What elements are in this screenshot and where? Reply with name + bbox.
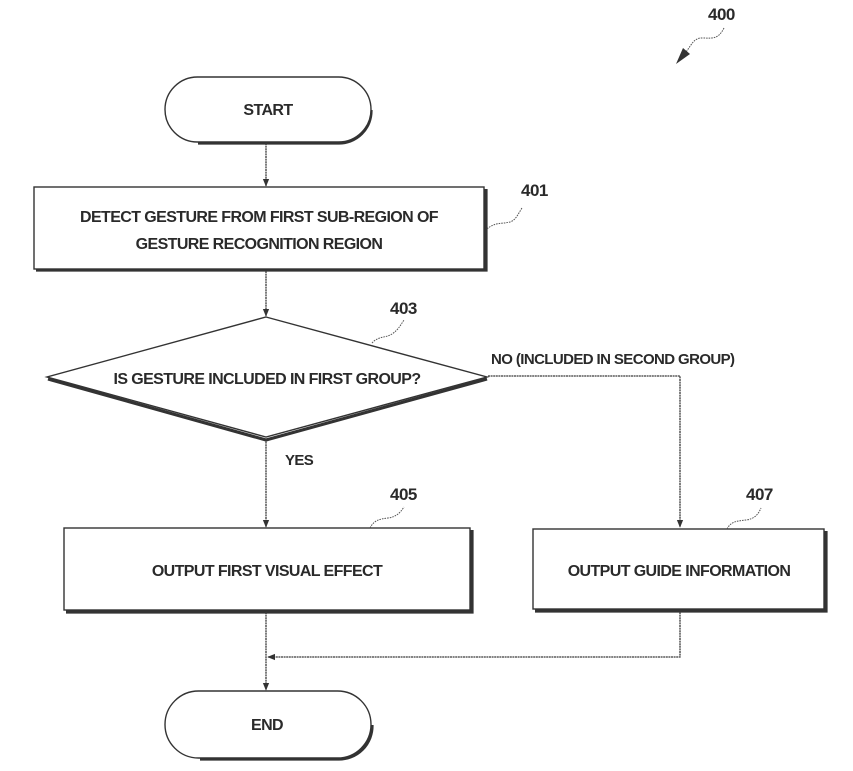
process-405-box (63, 527, 471, 611)
edge-yes-label: YES (285, 452, 314, 469)
process-401-leader (486, 207, 523, 230)
decision-403-ref: 403 (390, 299, 417, 318)
end-terminal-shape (164, 690, 372, 759)
process-401-shadow (36, 189, 488, 272)
process-405-label: OUTPUT FIRST VISUAL EFFECT (152, 563, 383, 580)
end-terminal: END (164, 690, 374, 761)
process-401-box (33, 186, 485, 270)
process-405: OUTPUT FIRST VISUAL EFFECT 405 (63, 485, 474, 614)
process-401-ref: 401 (521, 181, 548, 200)
process-407: OUTPUT GUIDE INFORMATION 407 (532, 485, 828, 613)
figure-reference: 400 (676, 5, 735, 64)
edge-no-label: NO (INCLUDED IN SECOND GROUP) (491, 351, 735, 368)
start-terminal: START (164, 76, 373, 145)
decision-403-leader (371, 319, 405, 344)
start-terminal-shape (164, 76, 372, 143)
process-405-leader (369, 506, 405, 529)
process-405-shadow (66, 530, 474, 614)
decision-403: IS GESTURE INCLUDED IN FIRST GROUP? 403 (44, 299, 490, 442)
process-401-line-1: DETECT GESTURE FROM FIRST SUB-REGION OF (80, 209, 439, 226)
process-407-shadow (535, 531, 828, 613)
start-label: START (243, 102, 293, 119)
process-407-leader (726, 507, 762, 530)
process-405-ref: 405 (390, 485, 417, 504)
decision-403-diamond (44, 316, 490, 438)
process-401: DETECT GESTURE FROM FIRST SUB-REGION OF … (33, 181, 548, 272)
edge-407-to-merge (267, 612, 681, 661)
figure-reference-arrow (676, 48, 690, 64)
process-407-label: OUTPUT GUIDE INFORMATION (568, 563, 791, 580)
end-label: END (251, 717, 283, 734)
figure-reference-number: 400 (708, 5, 735, 24)
process-401-line-2: GESTURE RECOGNITION REGION (136, 236, 383, 253)
end-terminal-shadow (200, 724, 374, 761)
figure-reference-leader (685, 27, 725, 53)
decision-403-label: IS GESTURE INCLUDED IN FIRST GROUP? (113, 371, 420, 388)
process-407-box (532, 528, 825, 610)
edge-no-to-407 (488, 375, 684, 528)
process-407-ref: 407 (746, 485, 773, 504)
